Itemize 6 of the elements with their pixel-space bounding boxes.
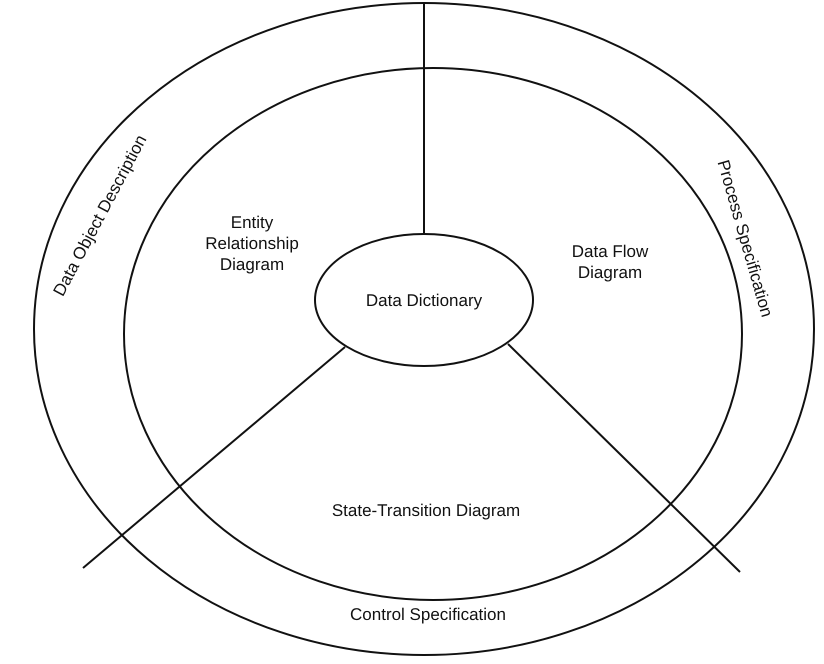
segment-label: State-Transition Diagram	[330, 500, 522, 520]
segment-label: Entity Relationship Diagram	[204, 212, 300, 274]
segment-label: Data Flow Diagram	[570, 241, 650, 283]
segment-label: Control Specification	[349, 604, 507, 624]
segment-label: Data Dictionary	[366, 290, 482, 310]
center-ellipse	[314, 233, 534, 367]
